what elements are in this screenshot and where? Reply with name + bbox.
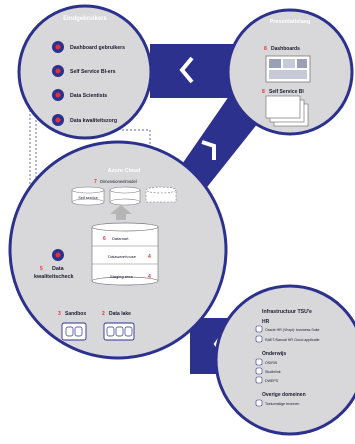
datalake-number: 2 bbox=[102, 311, 105, 317]
infrastructuur-title: Infrastructuur TSU'e bbox=[262, 309, 312, 315]
sandbox: 3 Sandbox bbox=[58, 311, 87, 341]
eindgebruikers-item-3: Data Scientists bbox=[52, 89, 107, 101]
self-service-bi-number: 8 bbox=[262, 89, 265, 95]
cylinder-2 bbox=[109, 186, 141, 206]
hr-source-2: RAET/Sanoal HR Cloud applicatie bbox=[255, 335, 320, 343]
staging-label: Staging area bbox=[110, 274, 133, 279]
database-icon bbox=[255, 335, 263, 343]
database-icon bbox=[255, 399, 263, 407]
datamart-label: Datamart bbox=[112, 236, 129, 241]
eindgebruikers-item-2: Self Service BI-ers bbox=[52, 65, 116, 77]
svg-text:Self Service BI-ers: Self Service BI-ers bbox=[70, 69, 116, 75]
datalake-label: Data lake bbox=[109, 311, 131, 317]
sandbox-storage-icon bbox=[61, 322, 87, 341]
datawarehouse-number: 4 bbox=[148, 254, 151, 260]
svg-text:Self service: Self service bbox=[78, 196, 98, 200]
dashboards-number: 8 bbox=[264, 46, 267, 52]
presentatielaag-title: Presentatielaag bbox=[270, 19, 311, 25]
svg-text:DWEPS: DWEPS bbox=[265, 379, 279, 383]
dimensional-model-number: 7 bbox=[94, 179, 97, 185]
up-arrow-icon bbox=[110, 205, 132, 220]
onderwijs-source-3: DWEPS bbox=[255, 376, 279, 384]
datamart-number: 6 bbox=[103, 236, 106, 242]
database-icon bbox=[255, 325, 263, 333]
sandbox-label: Sandbox bbox=[65, 311, 86, 317]
eindgebruikers-item-4: Data kwaliteitszorg bbox=[52, 114, 117, 126]
hr-source-1: Oracle HR (Vhxpl): business.Suite bbox=[255, 325, 320, 333]
database-icon bbox=[255, 376, 263, 384]
self-service-stack-icon bbox=[265, 95, 309, 127]
data-quality-check: 5 Data kwaliteitscheck bbox=[34, 249, 74, 280]
group-onderwijs-title: Onderwijs bbox=[262, 351, 286, 357]
sandbox-number: 3 bbox=[58, 311, 61, 317]
database-icon bbox=[255, 367, 263, 375]
eindgebruikers-item-1: Dashboard gebruikers bbox=[52, 41, 125, 53]
infrastructuur-panel: Infrastructuur TSU'e HR Oracle HR (Vhxpl… bbox=[214, 284, 355, 436]
data-quality-number: 5 bbox=[40, 266, 43, 272]
svg-text:Data kwaliteitszorg: Data kwaliteitszorg bbox=[70, 118, 117, 124]
data-quality-label-2: kwaliteitscheck bbox=[34, 274, 74, 280]
chevron-left-icon bbox=[179, 56, 194, 84]
database-icon bbox=[255, 358, 263, 366]
azure-title: Azure Cloud bbox=[108, 168, 140, 174]
datalake-storage-icon bbox=[103, 322, 135, 341]
dashboards-label: Dashboards bbox=[271, 46, 300, 52]
onderwijs-source-1: OSIRIS bbox=[255, 358, 278, 366]
staging-number: 4 bbox=[148, 274, 151, 280]
presentatielaag-panel: Presentatielaag 8 Dashboards 8 Self Serv… bbox=[226, 8, 354, 136]
self-service-bi-label: Self Service BI bbox=[269, 89, 304, 95]
svg-text:Oracle HR (Vhxpl): business.Su: Oracle HR (Vhxpl): business.Suite bbox=[265, 328, 320, 332]
group-hr-title: HR bbox=[262, 319, 270, 325]
eindgebruikers-title: Eindgebruikers bbox=[63, 16, 107, 22]
data-stack: 6 Datamart Datawarehouse 4 Staging area … bbox=[91, 222, 159, 286]
datawarehouse-label: Datawarehouse bbox=[108, 254, 137, 259]
group-overige-title: Overige domeinen bbox=[262, 392, 306, 398]
azure-panel: Azure Cloud 7 Dimensioneelmodel Self ser… bbox=[8, 140, 228, 360]
svg-text:Dashboard gebruikers: Dashboard gebruikers bbox=[70, 45, 125, 51]
overige-source-1: Toekomstige bronnen bbox=[255, 399, 299, 407]
dashboard-icon bbox=[265, 55, 311, 83]
svg-text:OSIRIS: OSIRIS bbox=[265, 361, 278, 365]
chevron-up-icon bbox=[201, 140, 216, 160]
svg-text:Toekomstige bronnen: Toekomstige bronnen bbox=[265, 402, 299, 406]
cylinder-self-service: Self service bbox=[71, 186, 105, 206]
dimensional-cylinders: Self service bbox=[71, 186, 177, 206]
band-eindgebruikers-presentatielaag bbox=[150, 44, 238, 98]
datalake: 2 Data lake bbox=[102, 311, 135, 341]
dimensional-model-label: Dimensioneelmodel bbox=[100, 179, 137, 184]
eindgebruikers-panel: Eindgebruikers Dashboard gebruikers Self… bbox=[17, 4, 153, 140]
svg-text:Studielink: Studielink bbox=[265, 370, 281, 374]
svg-text:Data Scientists: Data Scientists bbox=[70, 93, 107, 99]
svg-text:RAET/Sanoal HR Cloud applicati: RAET/Sanoal HR Cloud applicatie bbox=[265, 338, 320, 342]
cylinder-3-dashed bbox=[145, 186, 177, 203]
onderwijs-source-2: Studielink bbox=[255, 367, 281, 375]
data-quality-label-1: Data bbox=[52, 266, 65, 272]
